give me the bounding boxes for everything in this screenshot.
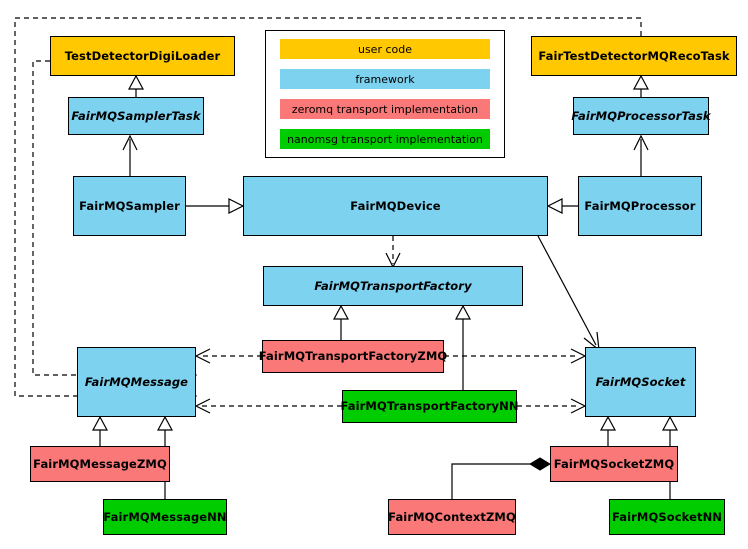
legend-label-user-code: user code xyxy=(357,42,413,56)
edge-generalization-samplertask-digiloader xyxy=(127,74,145,97)
class-box-fairmqmessage[interactable]: FairMQMessage xyxy=(77,347,196,417)
legend-item-framework: framework xyxy=(280,69,490,89)
class-box-fairmqsampler[interactable]: FairMQSampler xyxy=(73,176,186,236)
class-box-fairmqtransportfactorynn[interactable]: FairMQTransportFactoryNN xyxy=(340,390,519,423)
edge-association-device-socket xyxy=(537,235,600,352)
class-box-testdetectordigiloader[interactable]: TestDetectorDigiLoader xyxy=(50,36,235,76)
class-box-fairmqcontextzmq[interactable]: FairMQContextZMQ xyxy=(388,499,516,535)
class-box-fairtestdetectormqrecotask[interactable]: FairTestDetectorMQRecoTask xyxy=(531,36,737,76)
edge-generalization-socketzmq-socket xyxy=(599,415,617,446)
class-box-fairmqmessagenn[interactable]: FairMQMessageNN xyxy=(103,499,227,535)
class-box-fairmqsocketzmq[interactable]: FairMQSocketZMQ xyxy=(550,446,678,482)
class-box-fairmqsocketnn[interactable]: FairMQSocketNN xyxy=(609,499,725,535)
legend-item-user-code: user code xyxy=(280,39,490,59)
edge-generalization-tfnn-transportfactory xyxy=(454,304,472,390)
class-box-fairmqtransportfactory[interactable]: FairMQTransportFactory xyxy=(263,266,523,306)
edge-dependency-tfnn-socket xyxy=(517,398,587,414)
edge-dependency-device-transportfactory xyxy=(385,236,401,269)
class-label-fairmqcontextzmq: FairMQContextZMQ xyxy=(388,509,516,524)
legend-item-nanomsg: nanomsg transport implementation xyxy=(280,129,490,149)
edge-dependency-tfzmq-message xyxy=(194,348,262,364)
class-box-fairmqtransportfactoryzmq[interactable]: FairMQTransportFactoryZMQ xyxy=(259,340,447,373)
class-label-fairtestdetectormqrecotask: FairTestDetectorMQRecoTask xyxy=(538,48,730,63)
edge-association-processor-processortask xyxy=(633,134,649,176)
edge-generalization-messagezmq-message xyxy=(91,415,109,446)
class-box-fairmqdevice[interactable]: FairMQDevice xyxy=(243,176,548,236)
class-label-fairmqtransportfactory: FairMQTransportFactory xyxy=(314,278,472,293)
legend-label-zeromq: zeromq transport implementation xyxy=(291,102,479,116)
class-box-fairmqsamplertask[interactable]: FairMQSamplerTask xyxy=(68,97,204,135)
class-label-fairmqsampler: FairMQSampler xyxy=(79,198,180,213)
edge-composition-contextzmq-socketzmq xyxy=(451,457,551,499)
edge-dependency-tfnn-message xyxy=(194,398,342,414)
edge-association-sampler-samplertask xyxy=(122,134,138,176)
class-label-fairmqdevice: FairMQDevice xyxy=(350,198,441,213)
class-label-fairmqmessage: FairMQMessage xyxy=(84,374,189,389)
class-label-fairmqsocketnn: FairMQSocketNN xyxy=(611,509,723,524)
edge-generalization-sampler-device xyxy=(186,198,245,214)
class-label-fairmqmessagezmq: FairMQMessageZMQ xyxy=(33,456,167,471)
class-box-fairmqmessagezmq[interactable]: FairMQMessageZMQ xyxy=(30,446,170,482)
class-label-fairmqsocketzmq: FairMQSocketZMQ xyxy=(553,456,675,471)
class-box-fairmqprocessor[interactable]: FairMQProcessor xyxy=(578,176,702,236)
edge-generalization-processortask-recotask xyxy=(632,74,650,97)
class-box-fairmqsocket[interactable]: FairMQSocket xyxy=(585,347,696,417)
legend-item-zeromq: zeromq transport implementation xyxy=(280,99,490,119)
edge-dependency-tfzmq-socket xyxy=(444,348,587,364)
legend-label-framework: framework xyxy=(355,72,415,86)
class-label-testdetectordigiloader: TestDetectorDigiLoader xyxy=(64,48,221,63)
class-label-fairmqprocessortask: FairMQProcessorTask xyxy=(571,108,711,123)
edge-generalization-processor-device xyxy=(546,198,578,214)
class-label-fairmqsamplertask: FairMQSamplerTask xyxy=(71,108,201,123)
class-label-fairmqmessagenn: FairMQMessageNN xyxy=(103,509,227,524)
legend-label-nanomsg: nanomsg transport implementation xyxy=(287,132,483,146)
class-label-fairmqsocket: FairMQSocket xyxy=(595,374,686,389)
class-label-fairmqtransportfactoryzmq: FairMQTransportFactoryZMQ xyxy=(258,349,448,364)
legend-panel: user code framework zeromq transport imp… xyxy=(265,30,505,158)
class-box-fairmqprocessortask[interactable]: FairMQProcessorTask xyxy=(571,97,711,135)
class-label-fairmqprocessor: FairMQProcessor xyxy=(584,198,696,213)
class-label-fairmqtransportfactorynn: FairMQTransportFactoryNN xyxy=(340,399,519,414)
edge-generalization-tfzmq-transportfactory xyxy=(332,304,350,340)
